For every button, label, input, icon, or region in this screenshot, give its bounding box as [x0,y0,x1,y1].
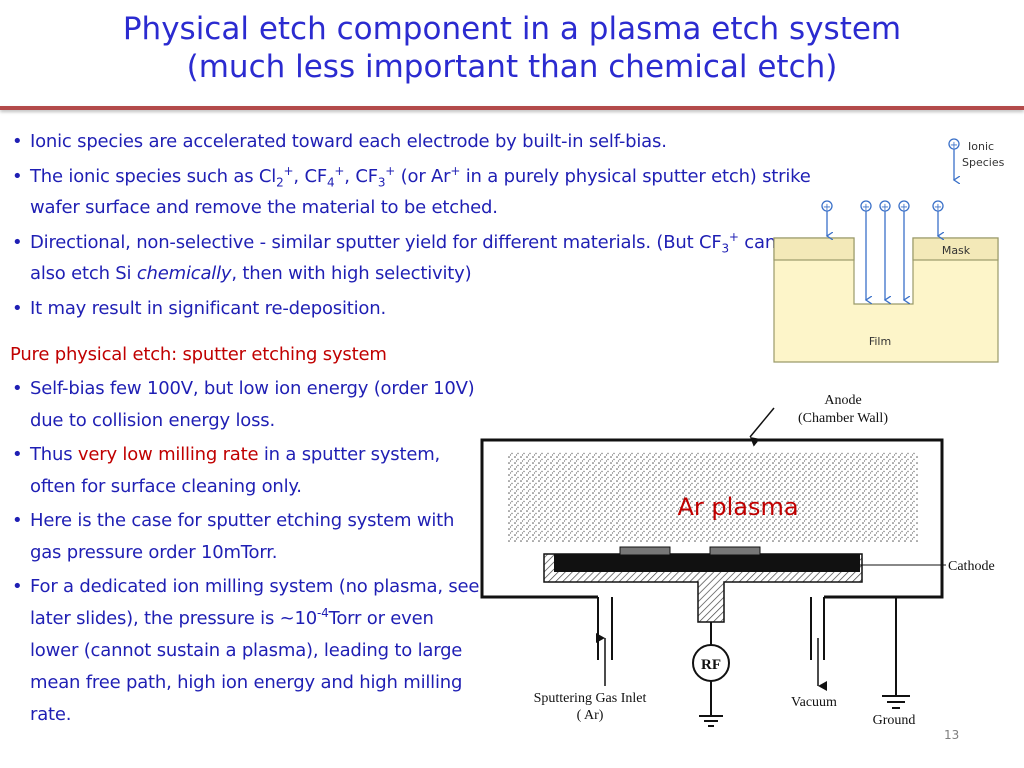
bullet-ion-milling: For a dedicated ion milling system (no p… [10,571,480,731]
cathode-electrode [543,546,863,623]
ar-plasma-label: Ar plasma [677,493,798,521]
mask-label: Mask [942,244,971,257]
cathode-label: Cathode [948,559,995,574]
ion-etch-diagram: + Ionic Species Mask Film + + + + + [773,138,1005,363]
bullet-directional: Directional, non-selective - similar spu… [10,227,780,289]
legend-ion-icon: + [948,138,959,180]
title-divider [0,106,1024,110]
rf-ground-icon [699,715,723,727]
svg-text:+: + [900,202,908,213]
ion-arrows [821,200,943,300]
ar-plasma-region [508,452,918,542]
mask-left [773,237,855,261]
svg-text:+: + [881,202,889,213]
slide-title: Physical etch component in a plasma etch… [0,10,1024,86]
ground-label: Ground [873,713,916,728]
svg-text:+: + [823,202,831,213]
top-bullet-list: Ionic species are accelerated toward eac… [10,126,811,328]
title-line-2: (much less important than chemical etch) [186,49,838,85]
title-line-1: Physical etch component in a plasma etch… [122,11,902,47]
svg-text:+: + [934,202,942,213]
anode-label: Anode [824,393,861,408]
svg-text:+: + [950,140,958,151]
section-heading: Pure physical etch: sputter etching syst… [10,344,387,365]
mask-right [912,237,999,261]
gas-inlet-ar-label: ( Ar) [577,708,604,723]
bullet-ionic-species: The ionic species such as Cl2+, CF4+, CF… [10,161,815,223]
bullet-milling-rate: Thus very low milling rate in a sputter … [10,439,480,503]
chamber-ground-icon [882,695,910,709]
bullet-redeposition: It may result in significant re-depositi… [10,293,810,324]
bullet-ionic-acceleration: Ionic species are accelerated toward eac… [10,126,810,157]
vacuum-port [810,597,825,660]
rf-label: RF [701,657,721,673]
sputter-chamber-diagram: Anode (Chamber Wall) Ar plasma Cathode R… [480,393,995,728]
ionic-label: Ionic [968,140,994,153]
svg-text:+: + [862,202,870,213]
highlight-milling-rate: very low milling rate [77,444,259,465]
page-number: 13 [944,728,960,742]
gas-inlet-label: Sputtering Gas Inlet [534,691,647,706]
bottom-bullet-list: Self-bias few 100V, but low ion energy (… [10,373,480,733]
film-label: Film [869,335,891,348]
bullet-self-bias: Self-bias few 100V, but low ion energy (… [10,373,480,437]
chamber-wall-label: (Chamber Wall) [798,411,888,426]
gas-inlet-port [597,597,613,660]
bullet-gas-pressure: Here is the case for sputter etching sys… [10,505,480,569]
chamber-wall [480,438,944,599]
species-label: Species [962,156,1005,169]
vacuum-label: Vacuum [791,695,837,710]
